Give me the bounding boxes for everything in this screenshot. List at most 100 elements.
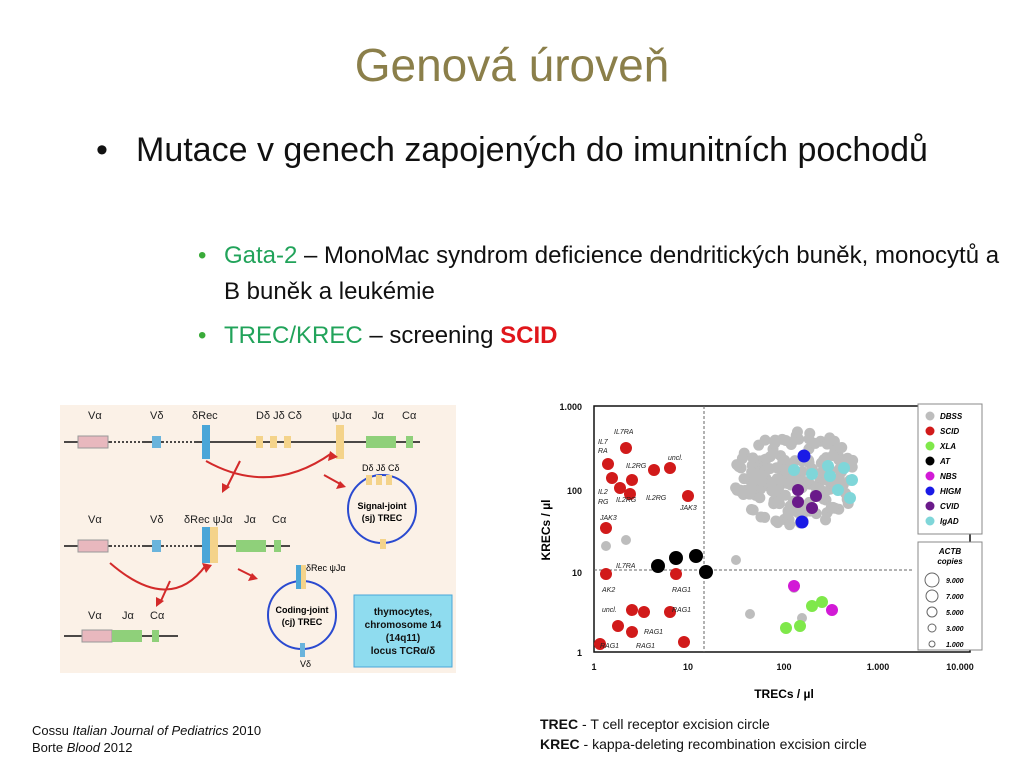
annotation: uncl. [668,455,683,462]
scatter-point-igad [824,470,836,482]
row1-label: Jα [372,410,385,422]
bullet-trec: • TREC/KREC – screening SCID [198,318,1008,354]
scatter-point-dbss [825,502,837,514]
box-line: thymocytes, [374,607,433,618]
scatter-point-higm [795,515,809,529]
scatter-point-dbss [810,481,822,493]
size-legend-label: 3.000 [946,626,964,633]
scatter-point-scid [606,472,618,484]
annotation: JAK3 [599,515,617,522]
row3-label: Vα [88,610,102,622]
scatter-point-nbs [788,580,800,592]
annotation: IL2RG [616,497,637,504]
scatter-point-cvid [810,490,822,502]
legend-marker [925,516,935,526]
size-legend-marker [924,572,940,588]
xtick: 10 [683,662,693,672]
scatter-point-scid [612,620,624,632]
scatter-point-dbss [771,462,783,474]
svg-text:copies: copies [937,557,963,566]
gata2-term: Gata-2 [224,242,298,269]
annotation: RAG1 [600,643,619,650]
scatter-point-dbss [836,442,848,454]
scid-term: SCID [500,322,558,349]
gata2-desc: – MonoMac syndrom deficience dendritický… [224,242,1000,305]
scatter-point-dbss [792,474,804,486]
row2-label: δRec ψJα [184,514,233,526]
scatter-point-dbss [833,472,845,484]
scatter-point-dbss [738,473,750,485]
annotation: IL2 [598,489,608,496]
row3-label: Jα [122,610,135,622]
bullet-dot: • [198,242,207,269]
legend-marker [925,486,935,496]
trec-term: TREC/KREC [224,322,363,349]
row3-label: Cα [150,610,165,622]
sj-top-label: Dδ Jδ Cδ [362,463,400,473]
bullet-main: • Mutace v genech zapojených do imunitní… [96,128,956,172]
size-legend-marker [927,623,937,633]
annotation: uncl. [602,607,617,614]
size-legend-marker [928,640,936,648]
legend-label: IgAD [940,517,959,526]
legend-label: SCID [940,427,959,436]
bullet-dot: • [198,322,207,349]
scatter-point-xla [816,596,828,608]
scatter-point-dbss [772,496,784,508]
legend-marker [925,456,935,466]
scatter-point-dbss [764,451,776,463]
legend-marker [925,426,935,436]
scatter-point-scid [664,462,676,474]
scatter-point-dbss [735,486,747,498]
scatter-point-dbss [784,519,796,531]
row2-label: Jα [244,514,257,526]
ytick: 10 [572,568,582,578]
scatter-points [594,426,859,650]
scatter-point-dbss [736,452,748,464]
size-legend-title: ACTB [938,547,961,556]
size-legend-label: 1.000 [946,642,964,649]
size-legend-label: 9.000 [946,578,964,585]
xtick: 1.000 [867,662,890,672]
legend-label: CVID [940,502,959,511]
row1-label: ψJα [332,410,352,422]
row1-label: Cα [402,410,417,422]
trec-mid: – screening [362,322,501,349]
citation-line: Cossu Italian Journal of Pediatrics 2010 [32,723,262,738]
legend-label: AT [939,457,951,466]
scatter-point-igad [838,462,850,474]
scatter-point-scid [614,482,626,494]
scatter-point-scid [624,488,636,500]
scatter-point-at [669,551,683,565]
cj-top-label: δRec ψJα [306,563,346,573]
scatter-point-dbss [746,466,758,478]
scatter-point-dbss [747,452,759,464]
row2-label: Vα [88,514,102,526]
slide-title: Genová úroveň [354,39,670,91]
scatter-point-scid [648,464,660,476]
scatter-point-dbss [772,517,784,529]
svg-text:(sj) TREC: (sj) TREC [362,513,403,523]
legend-marker [925,471,935,481]
row2-label: Cα [272,514,287,526]
trec-krec-scatter: 1.000 100 10 1 1 10 100 1.000 10.000 TRE… [536,396,990,706]
trec-note: TREC - T cell receptor excision circle [540,716,770,732]
scatter-point-scid [664,606,676,618]
annotation: RG [598,499,609,506]
scatter-point-xla [794,620,806,632]
scatter-point-scid [600,568,612,580]
size-legend-label: 5.000 [946,610,964,617]
annotation: RA [598,448,608,455]
scatter-point-igad [788,464,800,476]
scatter-point-dbss [621,535,631,545]
scatter-point-dbss [779,489,791,501]
scatter-point-dbss [785,439,797,451]
legend-label: XLA [939,442,956,451]
citation-line: Borte Blood 2012 [32,740,133,755]
bullet-dot: • [96,131,108,169]
scatter-point-igad [822,460,834,472]
scatter-point-scid [670,568,682,580]
scatter-point-scid [626,474,638,486]
scatter-point-dbss [747,504,759,516]
